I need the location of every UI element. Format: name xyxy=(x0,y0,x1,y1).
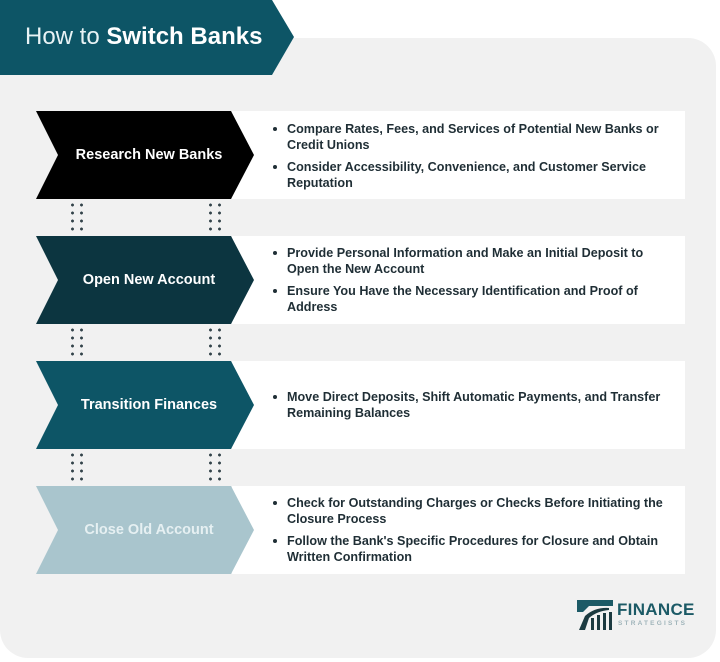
connector-dots-left xyxy=(68,451,86,483)
step-2-chevron: Open New Account xyxy=(36,236,254,324)
step-3-chevron: Transition Finances xyxy=(36,361,254,449)
bullet-item: Check for Outstanding Charges or Checks … xyxy=(272,495,671,527)
step-3-bullets: Move Direct Deposits, Shift Automatic Pa… xyxy=(272,389,671,427)
bullet-item: Consider Accessibility, Convenience, and… xyxy=(272,159,671,191)
connector-dots-left xyxy=(68,201,86,233)
page-title: How to Switch Banks xyxy=(25,20,262,54)
step-4-bullets: Check for Outstanding Charges or Checks … xyxy=(272,495,671,571)
step-2-card: Provide Personal Information and Make an… xyxy=(232,236,685,324)
finance-strategists-logo: FINANCE STRATEGISTS xyxy=(575,598,694,634)
bullet-item: Move Direct Deposits, Shift Automatic Pa… xyxy=(272,389,671,421)
connector-dots-right xyxy=(206,201,224,233)
title-prefix: How to xyxy=(25,23,107,50)
logo-mark-icon xyxy=(577,600,613,630)
connector-dots-right xyxy=(206,451,224,483)
connector-dots-left xyxy=(68,326,86,358)
step-1-card: Compare Rates, Fees, and Services of Pot… xyxy=(232,111,685,199)
step-2-label: Open New Account xyxy=(82,272,216,288)
logo-name: FINANCE xyxy=(617,600,695,619)
step-2-bullets: Provide Personal Information and Make an… xyxy=(272,245,671,321)
step-4-label: Close Old Account xyxy=(84,522,214,538)
step-1-bullets: Compare Rates, Fees, and Services of Pot… xyxy=(272,121,671,197)
step-3-label: Transition Finances xyxy=(80,397,218,413)
bullet-item: Ensure You Have the Necessary Identifica… xyxy=(272,283,671,315)
step-4-chevron: Close Old Account xyxy=(36,486,254,574)
bullet-item: Compare Rates, Fees, and Services of Pot… xyxy=(272,121,671,153)
step-3-card: Move Direct Deposits, Shift Automatic Pa… xyxy=(232,361,685,449)
step-1-chevron: Research New Banks xyxy=(36,111,254,199)
step-1-label: Research New Banks xyxy=(75,147,223,163)
title-bold: Switch Banks xyxy=(106,23,263,50)
bullet-item: Follow the Bank's Specific Procedures fo… xyxy=(272,533,671,565)
logo-subtitle: STRATEGISTS xyxy=(618,620,688,627)
title-banner: How to Switch Banks xyxy=(0,0,294,75)
bullet-item: Provide Personal Information and Make an… xyxy=(272,245,671,277)
connector-dots-right xyxy=(206,326,224,358)
step-4-card: Check for Outstanding Charges or Checks … xyxy=(232,486,685,574)
